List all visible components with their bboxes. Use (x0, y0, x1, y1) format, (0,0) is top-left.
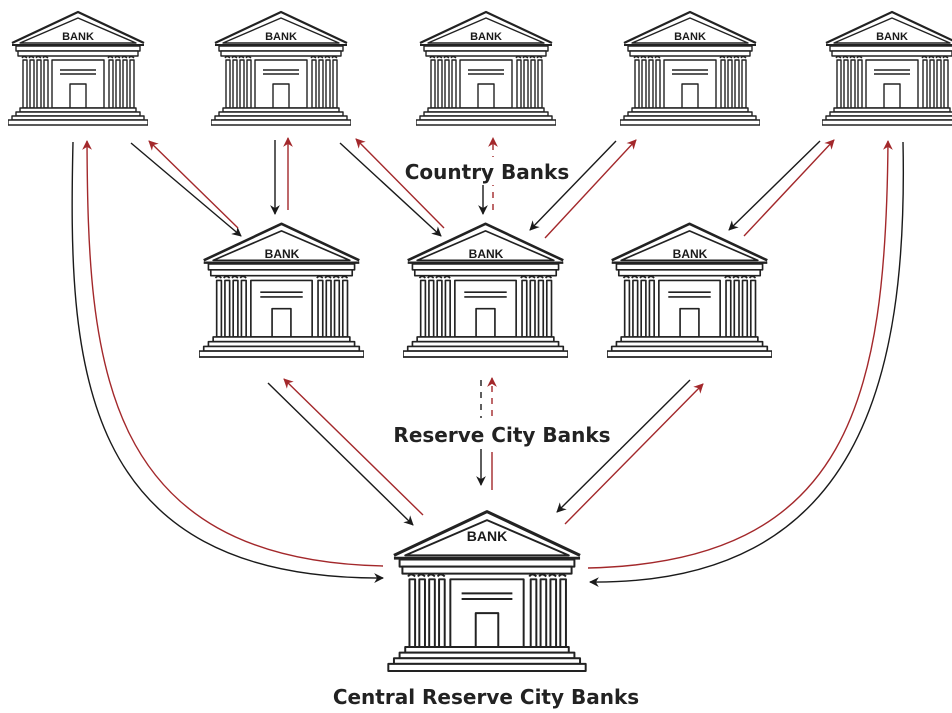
flow-arrow-up (148, 140, 239, 229)
outer-curved-arrows (71, 140, 905, 587)
bank-sign: BANK (265, 247, 300, 261)
flow-arrow-down (589, 141, 905, 587)
flow-arrow-down (71, 141, 384, 583)
flow-arrow-up (564, 383, 704, 525)
reserve-to-central-arrows (267, 377, 704, 526)
country-bank-2: BANK (211, 10, 351, 127)
country-bank-1: BANK (8, 10, 148, 127)
flow-arrow-down (556, 379, 691, 513)
reserve-city-bank-1: BANK (199, 222, 364, 359)
flow-arrow-up (743, 139, 835, 237)
reserve-city-bank-3: BANK (607, 222, 772, 359)
reserve-city-bank-2: BANK (403, 222, 568, 359)
central-reserve-city-banks-label: Central Reserve City Banks (333, 685, 639, 709)
bank-sign: BANK (467, 528, 507, 544)
flow-arrow-down (339, 142, 442, 237)
country-label-backdrop (408, 157, 568, 185)
country-bank-3: BANK (416, 10, 556, 127)
flow-arrow-down (267, 382, 414, 526)
bank-sign: BANK (470, 31, 502, 43)
flow-arrow-down (130, 142, 242, 237)
bank-sign: BANK (674, 31, 706, 43)
bank-sign: BANK (673, 247, 708, 261)
country-to-reserve-arrows (130, 137, 835, 239)
flow-arrow-down (728, 140, 821, 231)
flow-arrow-up (544, 139, 637, 239)
bank-sign: BANK (62, 31, 94, 43)
country-banks-label: Country Banks (405, 160, 570, 184)
central-reserve-city-bank: BANK (387, 510, 587, 673)
reserve-city-banks-label: Reserve City Banks (393, 423, 610, 447)
flow-arrow-down (529, 140, 617, 231)
bank-sign: BANK (265, 31, 297, 43)
flow-arrow-up (82, 140, 384, 567)
country-bank-5: BANK (822, 10, 952, 127)
bank-sign: BANK (469, 247, 504, 261)
flow-arrow-up (355, 138, 445, 229)
bank-sign: BANK (876, 31, 908, 43)
flow-arrow-up (587, 140, 893, 569)
flow-arrow-up (283, 378, 424, 516)
country-bank-4: BANK (620, 10, 760, 127)
reserve-label-backdrop (384, 419, 620, 449)
